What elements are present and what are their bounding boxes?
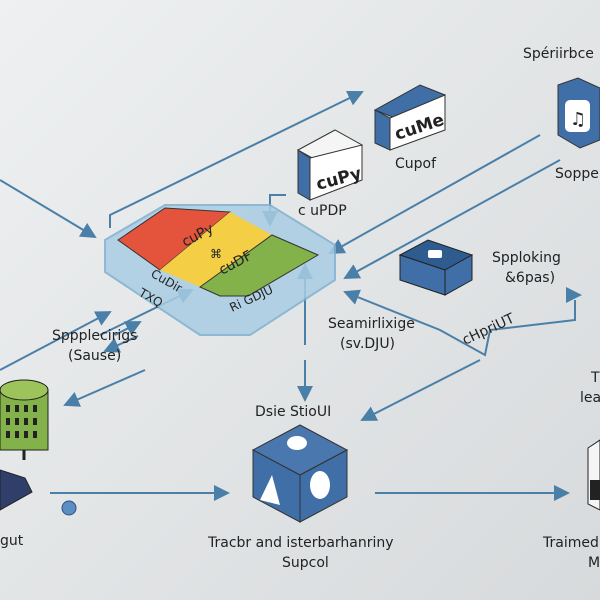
arrow bbox=[103, 335, 139, 353]
gpu-platform[interactable]: cuPy cuDF ⌘ CuDir TXQ Ri GDJU bbox=[104, 204, 336, 336]
right-edge-label: lea bbox=[580, 390, 600, 406]
arrow bbox=[109, 90, 364, 228]
arrow bbox=[63, 369, 146, 407]
cube-icon[interactable]: Dsie StioUI Tracbr and isterbarhanriny S… bbox=[207, 404, 394, 571]
model-box[interactable]: Traimed M T lea bbox=[542, 370, 600, 571]
bottom-left-label: gut bbox=[0, 533, 24, 549]
mid-label: Seamirlixige bbox=[328, 316, 415, 332]
router-icon bbox=[0, 469, 33, 511]
arrow bbox=[114, 321, 142, 336]
cube-title: Dsie StioUI bbox=[255, 404, 331, 420]
cume-box[interactable]: cuMe Cupof bbox=[373, 84, 447, 172]
database-icon[interactable] bbox=[0, 379, 49, 460]
cupy-chip-box[interactable]: cuPy c uPDP bbox=[296, 129, 364, 219]
arrow bbox=[360, 359, 481, 421]
music-caption: Soppe bbox=[555, 166, 599, 182]
arrow bbox=[343, 159, 561, 279]
cume-caption: Cupof bbox=[395, 156, 437, 172]
arrow bbox=[0, 311, 112, 371]
bottom-right-label: Traimed bbox=[542, 535, 599, 551]
diag-label: cHpriUT bbox=[460, 310, 518, 348]
right-edge-label: T bbox=[590, 370, 600, 386]
storage-label: Spploking bbox=[492, 250, 561, 266]
link-icon: ⌘ bbox=[210, 247, 222, 261]
arrow bbox=[343, 289, 576, 357]
left-label: (Sause) bbox=[68, 348, 121, 364]
arrow bbox=[328, 134, 541, 254]
mid-label: (sv.DJU) bbox=[340, 336, 395, 352]
cupy-caption: c uPDP bbox=[298, 203, 347, 219]
cube-caption: Tracbr and isterbarhanriny bbox=[207, 535, 394, 551]
bottom-right-label: M bbox=[588, 555, 600, 571]
left-label: Sppplecirigs bbox=[52, 328, 137, 344]
arrow bbox=[0, 179, 97, 239]
music-box[interactable]: ♫ Soppe Spériirbce bbox=[523, 46, 600, 182]
node-dot bbox=[61, 500, 77, 516]
arrows bbox=[0, 90, 582, 501]
cube-caption: Supcol bbox=[282, 555, 329, 571]
storage-box-icon bbox=[428, 250, 442, 258]
storage-box[interactable]: Spploking &6pas) bbox=[398, 239, 561, 296]
top-right-label: Spériirbce bbox=[523, 46, 594, 62]
music-note-icon: ♫ bbox=[570, 109, 586, 130]
storage-label: &6pas) bbox=[505, 270, 555, 286]
